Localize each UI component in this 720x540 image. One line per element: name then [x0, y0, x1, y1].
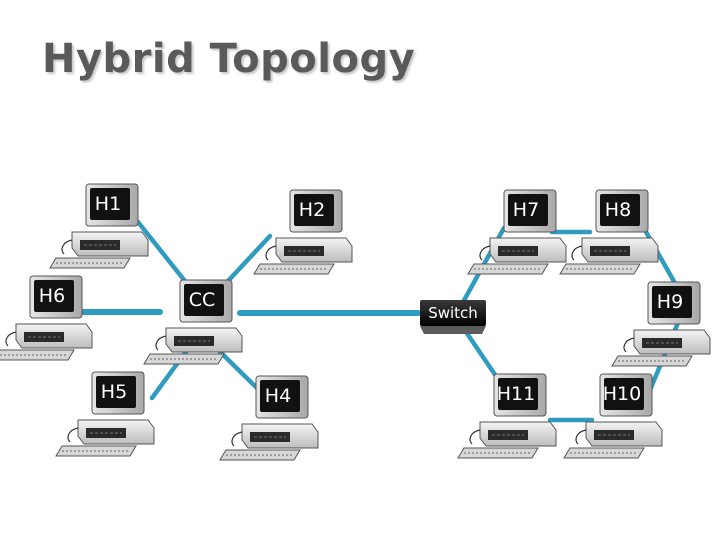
computer-node-cc[interactable]: CC	[143, 279, 243, 365]
node-label-h5: H5	[101, 381, 127, 403]
desktop-computer-icon	[219, 375, 319, 461]
computer-node-h11[interactable]: H11	[457, 373, 557, 459]
desktop-computer-icon	[467, 189, 567, 275]
computer-node-h6[interactable]: H6	[0, 275, 93, 361]
desktop-computer-icon	[559, 189, 659, 275]
node-label-h11: H11	[497, 383, 535, 405]
desktop-computer-icon	[611, 281, 711, 367]
node-label-h7: H7	[513, 199, 539, 221]
computer-node-h7[interactable]: H7	[467, 189, 567, 275]
node-label-h6: H6	[39, 285, 65, 307]
node-label-h2: H2	[299, 199, 325, 221]
computer-node-h8[interactable]: H8	[559, 189, 659, 275]
computer-node-h1[interactable]: H1	[49, 183, 149, 269]
desktop-computer-icon	[49, 183, 149, 269]
node-label-h1: H1	[95, 193, 121, 215]
desktop-computer-icon	[563, 373, 663, 459]
desktop-computer-icon	[55, 371, 155, 457]
node-label-h4: H4	[265, 385, 291, 407]
desktop-computer-icon	[143, 279, 243, 365]
desktop-computer-icon	[253, 189, 353, 275]
computer-node-h10[interactable]: H10	[563, 373, 663, 459]
desktop-computer-icon	[0, 275, 93, 361]
link-switch-h11	[459, 323, 503, 385]
computer-node-h4[interactable]: H4	[219, 375, 319, 461]
switch-label: Switch	[428, 304, 478, 322]
node-label-h9: H9	[657, 291, 683, 313]
node-label-h8: H8	[605, 199, 631, 221]
computer-node-h2[interactable]: H2	[253, 189, 353, 275]
computer-node-h5[interactable]: H5	[55, 371, 155, 457]
desktop-computer-icon	[457, 373, 557, 459]
node-label-cc: CC	[189, 289, 216, 311]
computer-node-h9[interactable]: H9	[611, 281, 711, 367]
node-label-h10: H10	[603, 383, 641, 405]
network-switch[interactable]: Switch	[420, 300, 486, 334]
network-switch-icon	[420, 300, 486, 334]
page-title: Hybrid Topology	[42, 36, 416, 82]
